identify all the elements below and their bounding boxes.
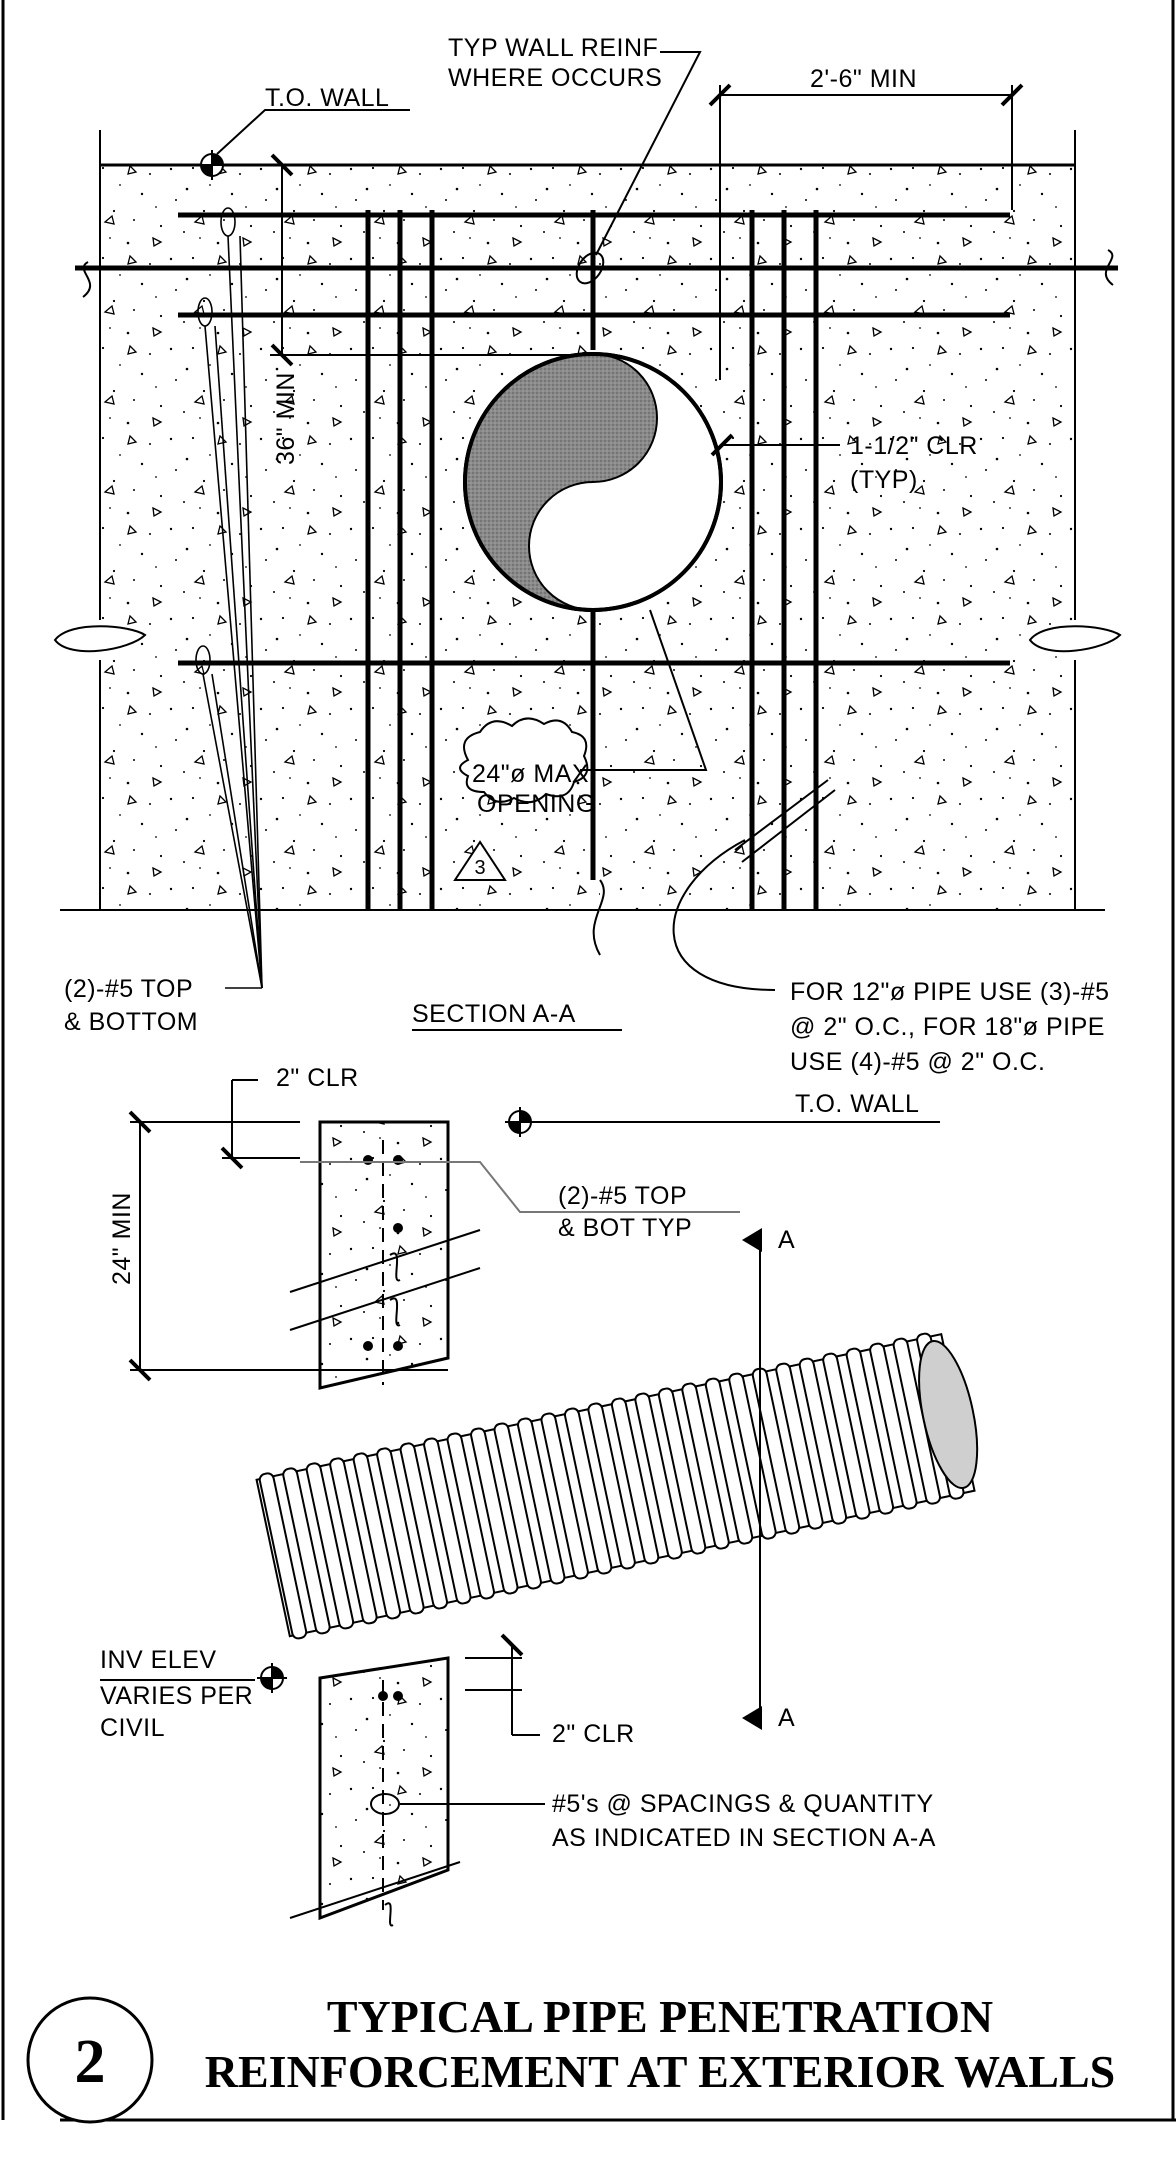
inv-elev-label-2: VARIES PER [100, 1682, 253, 1710]
opening-leader [580, 609, 708, 771]
pipe-rib [423, 1437, 472, 1605]
break-symbol [384, 1902, 394, 1927]
pipe-rib [493, 1422, 542, 1590]
revision-triangle [453, 840, 507, 881]
detail-title-block: 2 TYPICAL PIPE PENETRATION REINFORCEMENT… [26, 1991, 1115, 2124]
pipe-rib [540, 1412, 589, 1580]
detail-title: TYPICAL PIPE PENETRATION [327, 1991, 993, 2042]
detail-number-bubble [26, 1996, 154, 2124]
detail-title-2: REINFORCEMENT AT EXTERIOR WALLS [205, 2046, 1115, 2097]
pipe-rib [563, 1407, 613, 1575]
clr-bottom-dimension [465, 1633, 540, 1736]
elevation-marker [505, 1107, 940, 1137]
bars-note-label-2: & BOTTOM [64, 1008, 198, 1036]
pipe-rib [681, 1382, 730, 1550]
spacing-label: #5's @ SPACINGS & QUANTITY [552, 1790, 934, 1818]
inv-elev-marker [100, 1663, 287, 1693]
clr-typ-label: (TYP) [850, 466, 918, 494]
break-symbol [592, 879, 605, 956]
bar-lines [289, 1229, 481, 1331]
pipe-rib [329, 1457, 378, 1625]
corrugated-pipe [255, 1332, 979, 1640]
bars-note-leaders [195, 207, 263, 989]
pipe-rib [399, 1442, 449, 1610]
opening-label: 24"ø MAX [472, 760, 589, 788]
pipe-rib [282, 1467, 331, 1635]
pipe-rib [775, 1362, 824, 1530]
t-o-wall-label: T.O. WALL [265, 84, 389, 112]
vertical-rebar [365, 210, 819, 910]
pipe-rib [822, 1352, 871, 1520]
pipe-rib [657, 1387, 707, 1555]
pipe-rib [704, 1377, 754, 1545]
t-o-wall-label-2: T.O. WALL [795, 1090, 919, 1118]
dimension-36-min [270, 153, 595, 367]
break-symbol [1028, 625, 1122, 653]
revision-cloud [459, 717, 589, 804]
break-symbol [53, 625, 147, 653]
break-symbol [1105, 249, 1114, 286]
pipe-rib [305, 1462, 355, 1630]
pipe-rib [798, 1357, 848, 1525]
pipe-note-label-3: USE (4)-#5 @ 2" O.C. [790, 1048, 1045, 1076]
pipe-note-label-2: @ 2" O.C., FOR 18"ø PIPE [790, 1013, 1105, 1041]
pipe-note-label: FOR 12"ø PIPE USE (3)-#5 [790, 978, 1110, 1006]
elevation-marker [197, 109, 410, 180]
bars-typ-leader [300, 1161, 740, 1213]
dim-36-min-label: 36" MIN [272, 372, 300, 465]
pipe-note-bars [734, 779, 836, 863]
dimension-24-min [128, 1110, 448, 1382]
pipe-rib [446, 1432, 495, 1600]
opening-label-2: OPENING [477, 790, 596, 818]
wall-elevation: 2" CLR T.O. WALL (2)-#5 TOP & BOT TYP 24… [100, 1064, 979, 1927]
pipe-rib [610, 1397, 660, 1565]
clr-label: 1-1/2" CLR [850, 432, 978, 460]
clr-bottom-label: 2" CLR [552, 1720, 635, 1748]
pipe-rib [517, 1417, 566, 1585]
pipe-rib [634, 1392, 683, 1560]
revision-mark: 3 [474, 857, 485, 879]
break-symbol [82, 261, 91, 298]
cut-a-top: A [778, 1226, 795, 1254]
bars-typ-label-2: & BOT TYP [558, 1214, 692, 1242]
pipe-rib [258, 1472, 308, 1640]
clr-top-dimension [220, 1079, 300, 1170]
section-title: SECTION A-A [412, 1000, 576, 1028]
dimension-2-6-min [708, 83, 1024, 380]
inv-elev-label-3: CIVIL [100, 1714, 165, 1742]
clr-top-label: 2" CLR [276, 1064, 359, 1092]
sheet-border [1, 0, 1176, 2122]
lower-wall [318, 1656, 450, 1921]
break-symbol [389, 1252, 401, 1327]
cut-a-bottom: A [778, 1704, 795, 1732]
pipe-rib [352, 1452, 402, 1620]
dim-2-6-min-label: 2'-6" MIN [810, 65, 917, 93]
pipe-opening [463, 352, 723, 612]
section-a-a: T.O. WALL TYP WALL REINF WHERE OCCURS 2'… [53, 34, 1122, 1076]
pipe-rib [587, 1402, 636, 1570]
pipe-rib [751, 1367, 801, 1535]
section-cut-a [742, 1228, 762, 1730]
pipe-rib [376, 1447, 425, 1615]
pipe-rib [845, 1347, 895, 1515]
typ-wall-reinf-label-2: WHERE OCCURS [448, 64, 662, 92]
bars-typ-label: (2)-#5 TOP [558, 1182, 687, 1210]
detail-number: 2 [75, 2028, 106, 2096]
typ-wall-reinf-label: TYP WALL REINF [448, 34, 658, 62]
pipe-rib [470, 1427, 519, 1595]
dim-24-min-label: 24" MIN [108, 1192, 136, 1285]
spacing-label-2: AS INDICATED IN SECTION A-A [552, 1824, 936, 1852]
pipe-rib [869, 1342, 918, 1510]
pipe-note-leader [672, 839, 776, 991]
bars-note-label: (2)-#5 TOP [64, 975, 193, 1003]
inv-elev-label: INV ELEV [100, 1646, 217, 1674]
typ-wall-reinf-leader [575, 51, 702, 285]
